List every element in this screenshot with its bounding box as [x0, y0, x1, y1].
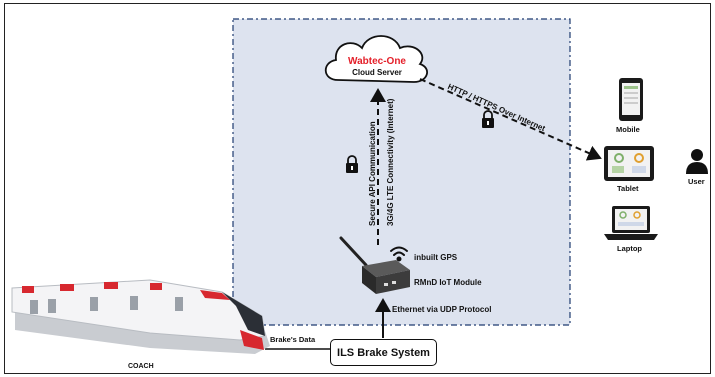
- mobile-icon: [619, 78, 643, 121]
- iot-router-icon: [339, 236, 410, 294]
- ethernet-label: Ethernet via UDP Protocol: [392, 305, 492, 314]
- brake-data-label: Brake's Data: [270, 335, 316, 344]
- cellular-label-line1: Secure API Communication: [368, 121, 377, 226]
- cloud-server-title: Wabtec-One: [348, 56, 406, 67]
- tablet-label: Tablet: [617, 184, 639, 193]
- cloud-server-subtitle: Cloud Server: [352, 68, 402, 77]
- cloud-icon: [324, 35, 428, 83]
- diagram-frame: [4, 3, 711, 374]
- train-icon: [11, 279, 270, 354]
- cellular-label-line2: 3G/4G LTE Connectivity (Internet): [386, 98, 395, 226]
- iot-module-label: RMnD IoT Module: [414, 278, 482, 287]
- lock-icon: [482, 110, 494, 128]
- tablet-icon: [604, 146, 654, 181]
- ils-brake-system-box: ILS Brake System: [330, 339, 437, 366]
- mobile-label: Mobile: [616, 125, 640, 134]
- user-label: User: [688, 177, 705, 186]
- gps-label: inbuilt GPS: [414, 253, 458, 262]
- user-icon: [686, 149, 708, 174]
- laptop-icon: [604, 206, 658, 240]
- laptop-label: Laptop: [617, 244, 642, 253]
- http-link-arrow: [419, 78, 602, 161]
- coach-label: COACH: [128, 363, 154, 370]
- wifi-icon: [390, 246, 408, 262]
- lock-icon: [346, 155, 358, 173]
